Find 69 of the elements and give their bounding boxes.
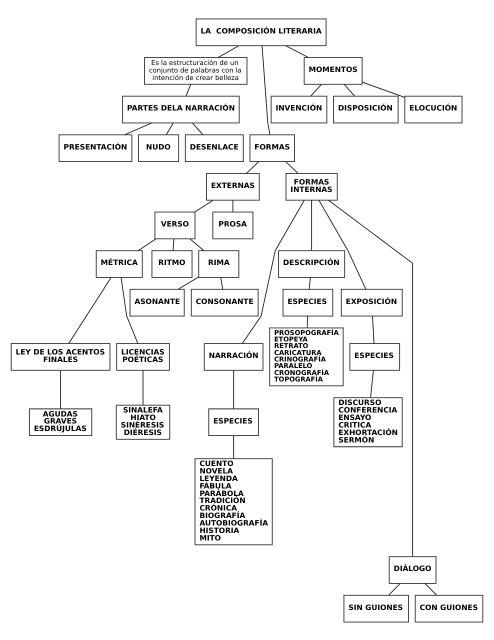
connector bbox=[120, 276, 138, 344]
node-box: NUDO bbox=[138, 134, 180, 162]
node-box: LICENCIAS POÉTICAS bbox=[116, 342, 170, 370]
connector bbox=[194, 199, 214, 212]
connector bbox=[306, 315, 308, 328]
connector bbox=[142, 370, 144, 405]
connector bbox=[138, 238, 156, 251]
connector bbox=[124, 122, 152, 135]
node-box: MOMENTOS bbox=[304, 56, 363, 84]
node-box: CUENTO NOVELA LEYENDA FÁBULA PARÁBOLA TRADICIÓN CRÓNICA BIOGRAFÍA AUTOBIOGRAFÍA HISTORIA MITO bbox=[194, 458, 273, 545]
node-box: VERSO bbox=[154, 211, 196, 239]
connector bbox=[192, 122, 204, 135]
connector bbox=[218, 44, 240, 58]
node-box: ESPECIES bbox=[349, 342, 400, 370]
connector bbox=[388, 582, 401, 596]
node-box: NARRACIÓN bbox=[204, 342, 264, 370]
node-box: PROSA bbox=[212, 211, 254, 239]
node-box: PRESENTACIÓN bbox=[58, 134, 132, 162]
connector bbox=[311, 199, 312, 251]
connector bbox=[60, 370, 62, 409]
node-box: LA COMPOSICIÓN LITERARIA bbox=[196, 18, 327, 46]
node-box: SIN GUIONES bbox=[343, 594, 409, 622]
connector bbox=[233, 370, 234, 409]
connector bbox=[190, 238, 204, 251]
node-box: FORMAS bbox=[250, 134, 295, 162]
connector bbox=[262, 44, 270, 135]
node-box: ELOCUCIÓN bbox=[404, 95, 462, 123]
connector bbox=[370, 370, 374, 398]
connector bbox=[233, 434, 234, 458]
node-box: LEY DE LOS ACENTOS FINALES bbox=[10, 342, 110, 370]
connector bbox=[424, 582, 438, 596]
node-box: EXTERNAS bbox=[206, 172, 260, 200]
node-box: DESENLACE bbox=[184, 134, 244, 162]
node-box: RIMA bbox=[198, 250, 240, 278]
node-box: ASONANTE bbox=[130, 288, 185, 316]
connector bbox=[220, 276, 224, 290]
node-box: ESPECIES bbox=[282, 288, 334, 316]
node-box: DISPOSICIÓN bbox=[333, 95, 399, 123]
node-box: PARTES DELA NARRACIÓN bbox=[122, 95, 240, 123]
connector bbox=[246, 160, 260, 174]
connector bbox=[318, 199, 366, 290]
node-box: SINALEFA HIATO SINÉRESIS DIÉRESIS bbox=[116, 404, 170, 440]
node-box: CON GUIONES bbox=[414, 594, 484, 622]
connector bbox=[166, 122, 174, 135]
connector bbox=[178, 276, 200, 290]
node-box: DIÁLOGO bbox=[388, 556, 436, 584]
connector bbox=[362, 81, 406, 98]
connector bbox=[285, 44, 309, 58]
connector bbox=[308, 276, 311, 290]
node-box: RITMO bbox=[152, 250, 192, 278]
connector bbox=[242, 199, 305, 344]
connector bbox=[232, 199, 234, 212]
connector bbox=[186, 84, 192, 96]
node-box: EXPOSICIÓN bbox=[340, 288, 403, 316]
connector bbox=[328, 199, 414, 557]
node-box: INVENCIÓN bbox=[270, 95, 328, 123]
node-box: FORMAS INTERNAS bbox=[286, 172, 338, 200]
node-box: CONSONANTE bbox=[190, 288, 259, 316]
node-box: ESPECIES bbox=[208, 408, 259, 436]
connector bbox=[344, 84, 356, 96]
connector bbox=[310, 84, 322, 96]
connector bbox=[172, 238, 174, 251]
node-box: AGUDAS GRAVES ESDRÚJULAS bbox=[28, 408, 92, 436]
connector bbox=[285, 160, 299, 174]
node-box: MÉTRICA bbox=[96, 250, 143, 278]
node-box: DESCRIPCIÓN bbox=[278, 250, 346, 278]
connector bbox=[68, 276, 112, 344]
node-box: DISCURSO CONFERENCIA ENSAYO CRITICA EXHORTACIÓN SERMÓN bbox=[333, 396, 403, 447]
connector bbox=[372, 315, 374, 344]
